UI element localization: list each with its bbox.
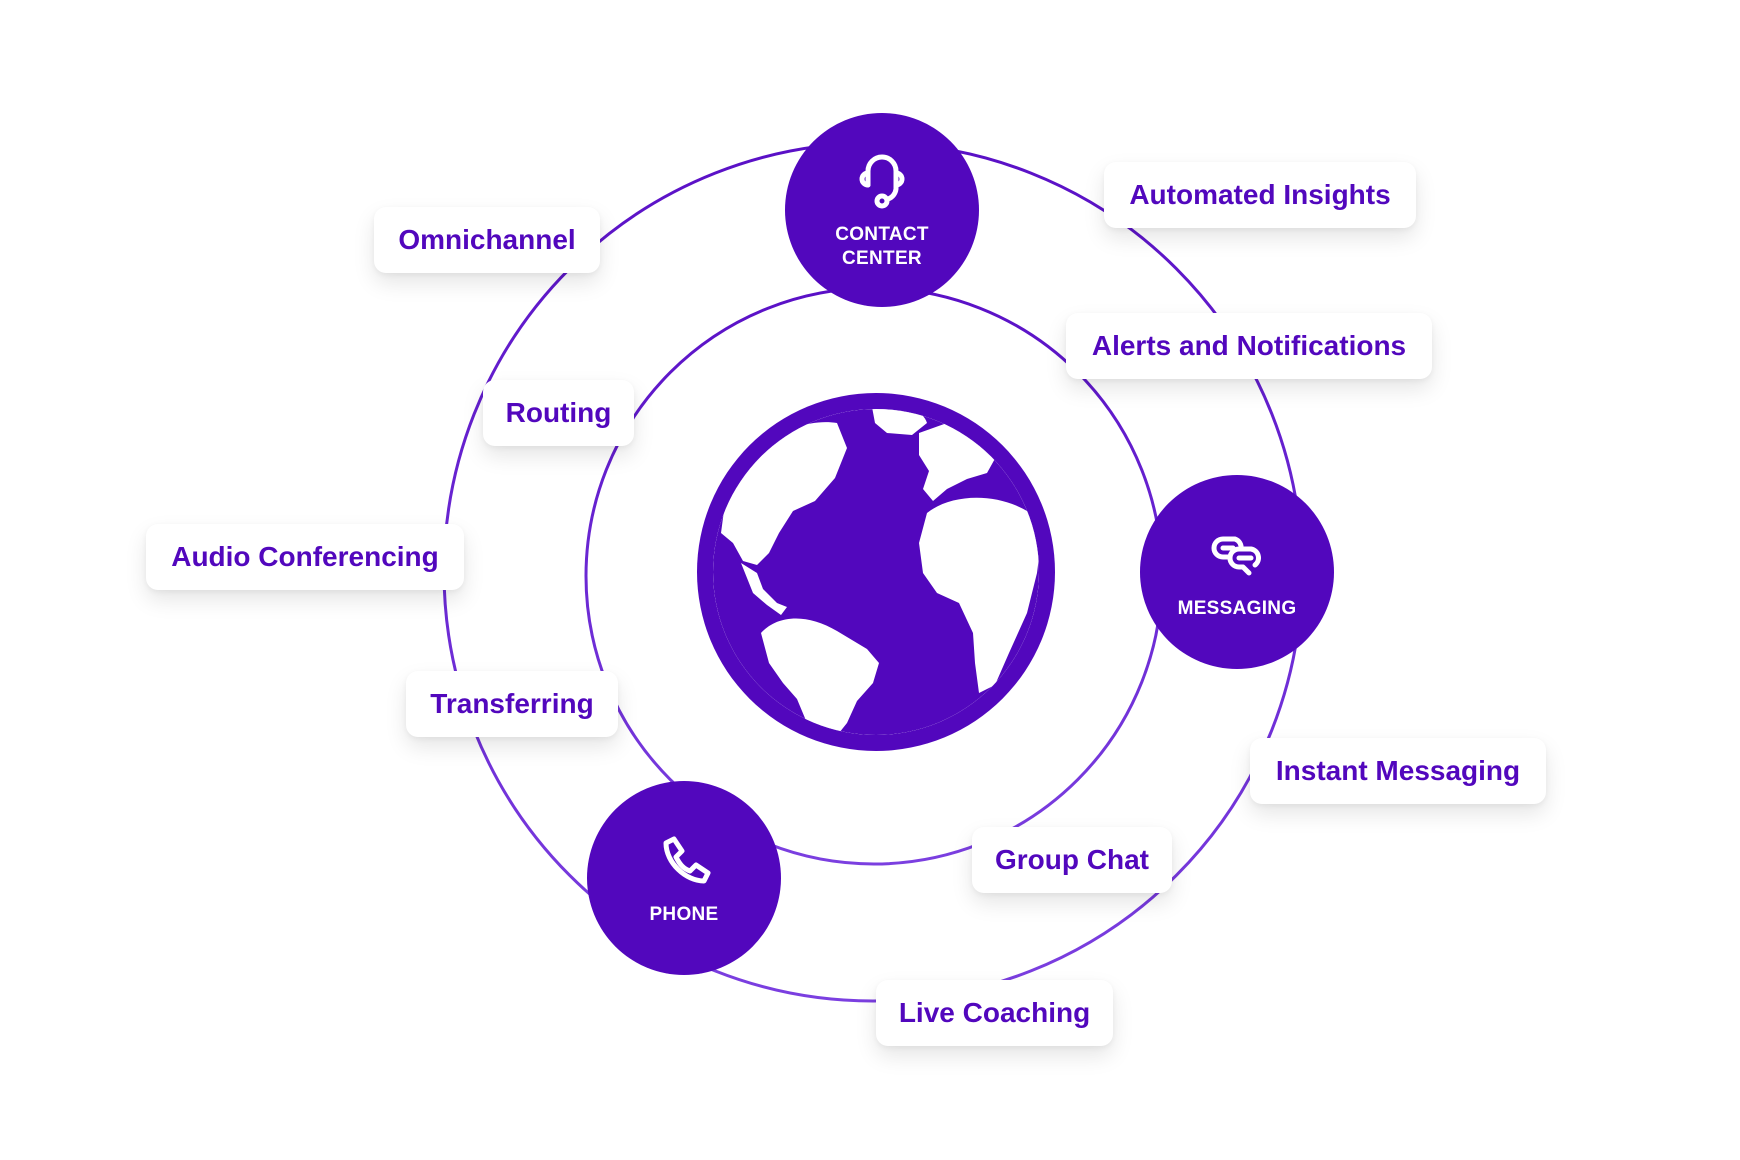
feature-routing[interactable]: Routing	[483, 380, 634, 446]
messaging-label: MESSAGING	[1177, 598, 1297, 619]
feature-label: Automated Insights	[1129, 179, 1391, 210]
feature-alerts-and-notifications[interactable]: Alerts and Notifications	[1066, 313, 1432, 379]
feature-instant-messaging[interactable]: Instant Messaging	[1250, 738, 1546, 804]
feature-group-chat[interactable]: Group Chat	[972, 827, 1172, 893]
feature-label: Omnichannel	[398, 224, 576, 255]
chat-bubbles-icon	[1211, 536, 1261, 576]
messaging-node[interactable]: MESSAGING	[1140, 475, 1334, 669]
feature-label: Live Coaching	[898, 997, 1091, 1028]
feature-audio-conferencing[interactable]: Audio Conferencing	[146, 524, 464, 590]
feature-label: Routing	[505, 397, 612, 428]
feature-label: Instant Messaging	[1275, 755, 1521, 786]
feature-label: Transferring	[430, 688, 594, 719]
feature-label: Group Chat	[995, 844, 1149, 875]
feature-automated-insights[interactable]: Automated Insights	[1104, 162, 1416, 228]
feature-transferring[interactable]: Transferring	[406, 671, 618, 737]
feature-label: Audio Conferencing	[171, 541, 439, 572]
feature-live-coaching[interactable]: Live Coaching	[876, 980, 1113, 1046]
phone-node[interactable]: PHONE	[587, 781, 781, 975]
contact-center-node[interactable]: CONTACT CENTER	[785, 113, 979, 307]
contact-center-label: CONTACT CENTER	[835, 224, 929, 269]
feature-omnichannel[interactable]: Omnichannel	[374, 207, 600, 273]
phone-icon	[663, 836, 711, 884]
headset-icon	[859, 154, 905, 209]
phone-label: PHONE	[649, 904, 719, 925]
feature-label: Alerts and Notifications	[1091, 330, 1407, 361]
globe-icon	[697, 393, 1055, 751]
